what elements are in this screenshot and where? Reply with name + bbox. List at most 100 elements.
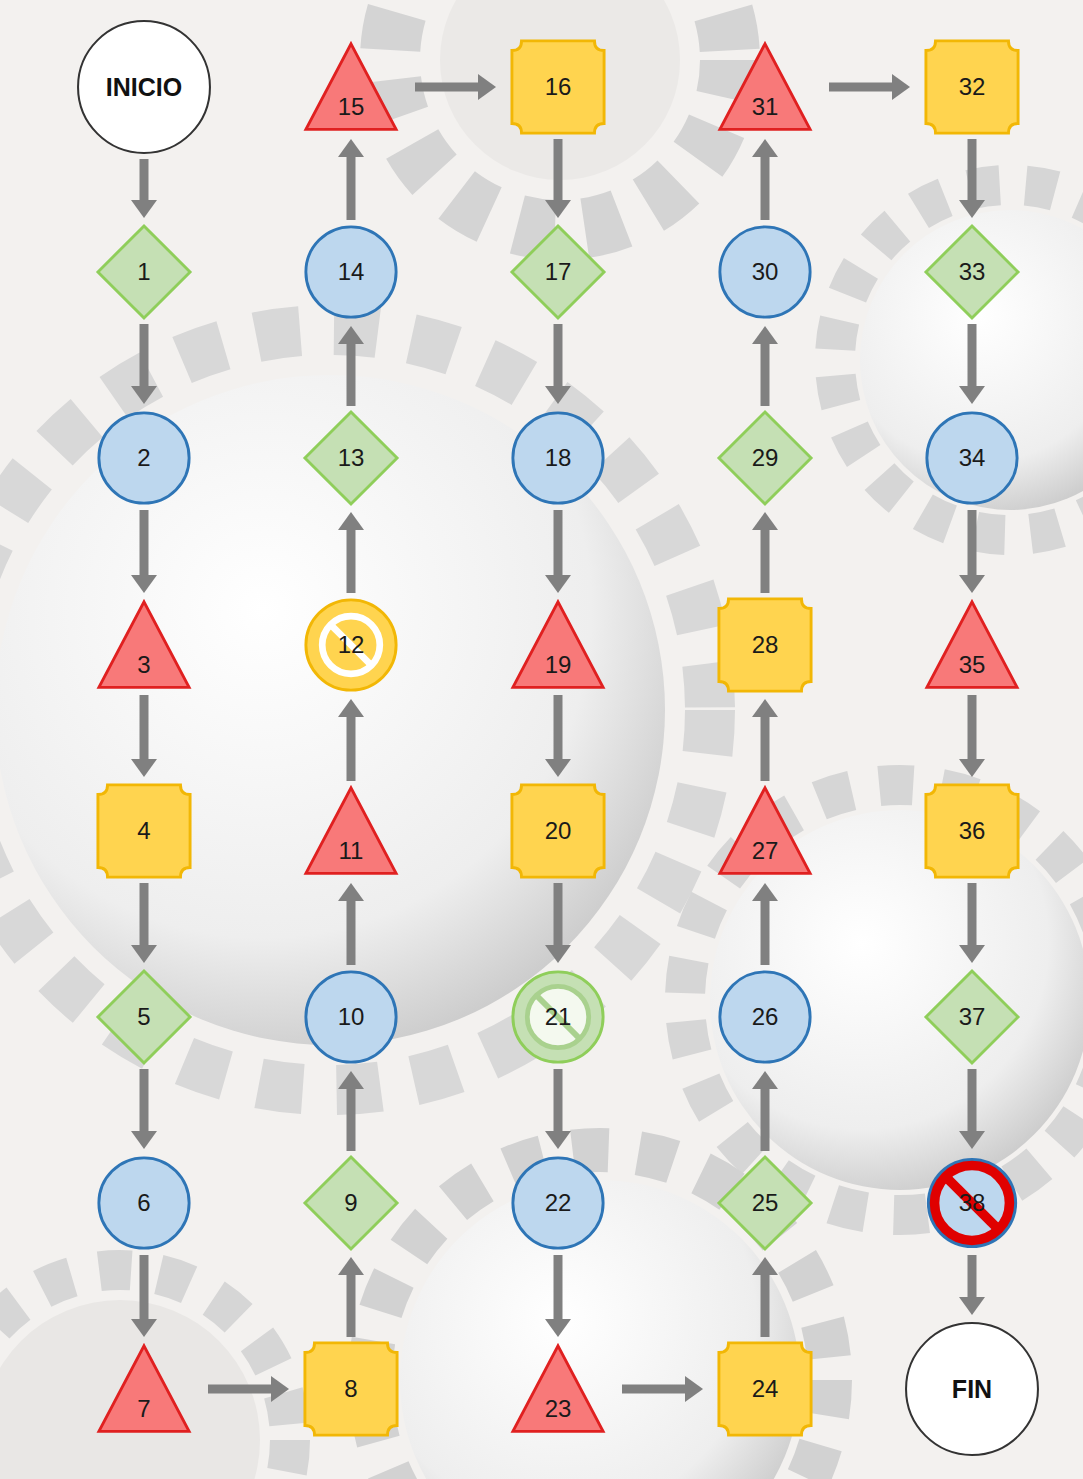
terminal-label: FIN (952, 1377, 992, 1402)
red-triangle-space: 19 (510, 599, 606, 691)
green-diamond-space: 5 (96, 969, 192, 1065)
yellow-square-space: 20 (510, 783, 606, 879)
arrow-head (131, 759, 157, 777)
arrow-shaft (140, 695, 149, 760)
green-diamond-space: 17 (510, 224, 606, 320)
red-triangle-space-outline (924, 599, 1020, 691)
space-number: 4 (137, 819, 150, 843)
arrow-shaft (968, 1255, 977, 1298)
arrow-head (959, 945, 985, 963)
space-number: 5 (137, 1005, 150, 1029)
yellow-square-space: 28 (717, 597, 813, 693)
arrow-shaft (140, 1255, 149, 1320)
arrow-shaft (140, 883, 149, 946)
arrow-shaft (140, 510, 149, 576)
arrow-shaft (761, 156, 770, 220)
path-arrow (338, 1071, 364, 1151)
blue-circle-space: 18 (510, 410, 606, 506)
yellow-square-space: 4 (96, 783, 192, 879)
space-number: 9 (344, 1191, 357, 1215)
path-arrow (338, 1257, 364, 1337)
arrow-head (545, 1131, 571, 1149)
arrow-head (752, 326, 778, 344)
space-number: 2 (137, 446, 150, 470)
red-triangle-space-outline (303, 41, 399, 133)
space-number: 36 (959, 819, 986, 843)
blue-circle-space: 14 (303, 224, 399, 320)
arrow-shaft (829, 83, 893, 92)
arrow-shaft (140, 159, 149, 201)
space-number: 25 (752, 1191, 779, 1215)
red-triangle-space-outline (717, 785, 813, 877)
path-arrow (959, 1255, 985, 1315)
arrow-shaft (140, 1069, 149, 1132)
path-arrow (752, 1257, 778, 1337)
arrow-shaft (347, 1088, 356, 1151)
arrow-head (131, 386, 157, 404)
arrow-shaft (415, 83, 479, 92)
arrow-head (752, 139, 778, 157)
space-number: 31 (752, 95, 779, 119)
arrow-shaft (761, 1274, 770, 1337)
path-arrow (131, 1069, 157, 1149)
arrow-shaft (761, 529, 770, 593)
space-number: 33 (959, 260, 986, 284)
path-arrow (959, 1069, 985, 1149)
arrow-head (545, 945, 571, 963)
space-number: 29 (752, 446, 779, 470)
space-number: 17 (545, 260, 572, 284)
arrow-shaft (554, 510, 563, 576)
space-number: 18 (545, 446, 572, 470)
arrow-head (752, 1257, 778, 1275)
green-diamond-space: 37 (924, 969, 1020, 1065)
space-number: 10 (338, 1005, 365, 1029)
blocked-yellow-space: 12 (303, 597, 399, 693)
space-number: 21 (545, 1005, 572, 1029)
space-number: 38 (959, 1191, 986, 1215)
path-arrow (131, 1255, 157, 1337)
space-number: 6 (137, 1191, 150, 1215)
path-arrow (829, 74, 910, 100)
arrow-head (545, 200, 571, 218)
space-number: 32 (959, 75, 986, 99)
path-arrow (338, 699, 364, 781)
arrow-head (685, 1376, 703, 1402)
blue-circle-space: 26 (717, 969, 813, 1065)
arrow-head (338, 699, 364, 717)
green-diamond-space: 13 (303, 410, 399, 506)
path-arrow (545, 139, 571, 218)
terminal-label: INICIO (106, 75, 182, 100)
red-triangle-space-outline (510, 599, 606, 691)
arrow-shaft (347, 156, 356, 220)
arrow-head (338, 1071, 364, 1089)
path-arrow (338, 139, 364, 220)
terminal-circle: FIN (904, 1321, 1040, 1457)
red-triangle-space: 27 (717, 785, 813, 877)
red-triangle-space: 23 (510, 1343, 606, 1435)
path-arrow (545, 695, 571, 777)
arrow-shaft (347, 716, 356, 781)
arrow-head (338, 883, 364, 901)
path-arrow (208, 1376, 289, 1402)
terminal-circle: INICIO (76, 19, 212, 155)
arrow-head (545, 386, 571, 404)
path-arrow (752, 139, 778, 220)
arrow-head (131, 1131, 157, 1149)
arrow-head (752, 512, 778, 530)
path-arrow (959, 510, 985, 593)
path-arrow (131, 159, 157, 218)
arrow-head (131, 1319, 157, 1337)
red-triangle-space: 11 (303, 785, 399, 877)
arrow-head (478, 74, 496, 100)
space-number: 15 (338, 95, 365, 119)
red-triangle-space: 7 (96, 1343, 192, 1435)
arrow-shaft (968, 883, 977, 946)
arrow-head (959, 386, 985, 404)
path-arrow (959, 324, 985, 404)
red-triangle-space: 3 (96, 599, 192, 691)
arrow-shaft (968, 324, 977, 387)
blue-circle-space: 22 (510, 1155, 606, 1251)
path-arrow (338, 326, 364, 406)
space-number: 28 (752, 633, 779, 657)
